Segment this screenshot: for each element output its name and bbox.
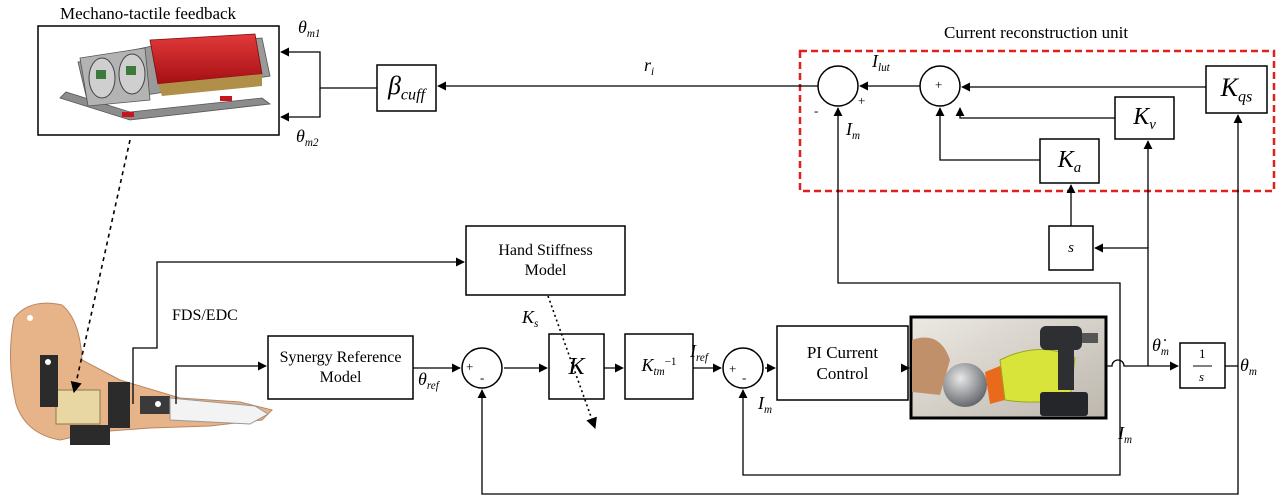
i-m-bottom-label: Im — [1118, 423, 1133, 446]
current-sum-junction — [722, 347, 764, 389]
k-block — [548, 333, 605, 400]
stiffness-to-k-dotted-arrow — [547, 295, 597, 430]
ktm-inverse-block — [624, 333, 694, 400]
drill-photo-image — [909, 315, 1108, 420]
i-ref-label: Iref — [690, 341, 708, 364]
i-m-mid-label: Im — [758, 393, 773, 416]
theta-ref-label: θref — [418, 369, 439, 392]
recon-sum-junction-left — [817, 65, 859, 107]
theta-m1-label: θm1 — [298, 17, 321, 40]
reconstruction-unit-box — [798, 49, 1276, 193]
beta-cuff-label: βcuff — [387, 71, 426, 104]
current-minus-sign: - — [742, 370, 747, 385]
hand-stiffness-block — [465, 225, 626, 296]
s-label: s — [1068, 239, 1074, 256]
current-plus-sign: + — [729, 361, 737, 376]
k-s-label: Ks — [522, 307, 539, 330]
fds-edc-label: FDS/EDC — [172, 307, 238, 324]
theta-dot-m-label: θ̇m — [1152, 335, 1169, 358]
feedback-title: Mechano-tactile feedback — [60, 4, 237, 23]
ktm-inverse-label: Ktm−1 — [641, 354, 677, 378]
reconstruction-title: Current reconstruction unit — [944, 23, 1129, 42]
feedback-device-image — [37, 25, 280, 136]
pi-current-control-block — [776, 325, 909, 401]
s-block — [1048, 225, 1094, 271]
k-label: K — [568, 353, 585, 380]
i-lut-label: Ilut — [872, 51, 890, 74]
synergy-reference-block — [267, 335, 414, 400]
k-qs-block — [1205, 65, 1268, 114]
recon-left-minus-sign: - — [814, 103, 819, 118]
reference-sum-junction — [461, 347, 503, 389]
integrator-denominator: s — [1199, 369, 1205, 384]
k-a-block — [1039, 138, 1100, 184]
device-to-arm-dashed-arrow — [70, 139, 131, 394]
i-m-top-label: Im — [846, 119, 861, 142]
k-v-label: Kv — [1133, 103, 1156, 133]
reference-plus-sign: + — [466, 359, 474, 374]
recon-right-plus-sign: + — [935, 77, 943, 92]
theta-m2-label: θm2 — [296, 126, 319, 149]
k-a-label: Ka — [1057, 146, 1082, 176]
arm-prosthesis-image — [9, 302, 273, 445]
reference-minus-sign: - — [480, 370, 485, 385]
integrator-numerator: 1 — [1199, 346, 1206, 361]
recon-left-plus-sign: + — [858, 93, 866, 108]
r-i-label: ri — [644, 55, 655, 78]
k-qs-label: Kqs — [1220, 72, 1253, 106]
theta-m-label: θm — [1240, 355, 1257, 378]
